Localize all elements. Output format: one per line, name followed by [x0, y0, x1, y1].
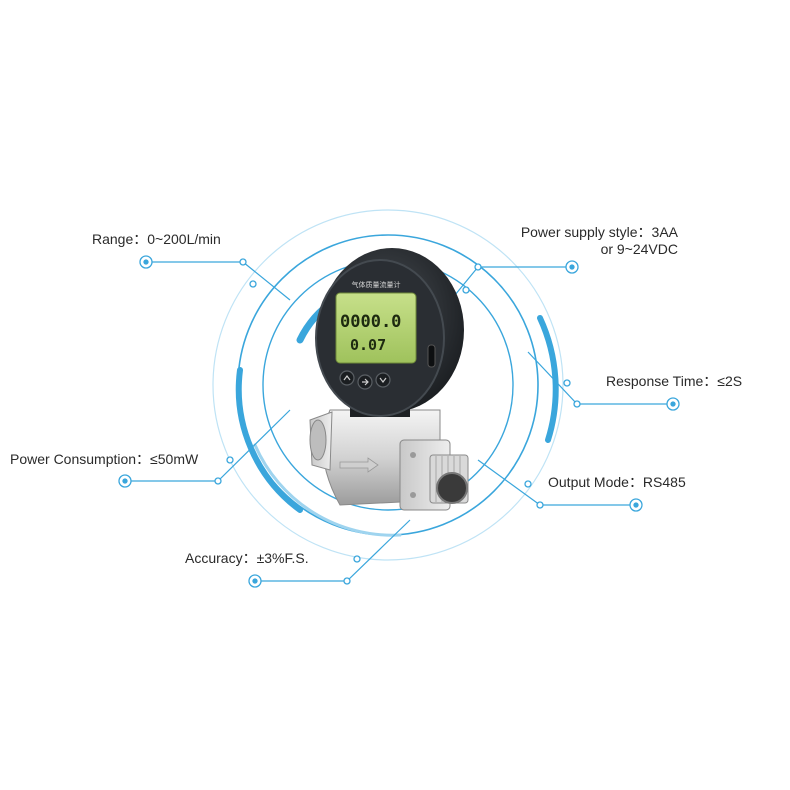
arc-right-thick [537, 315, 559, 443]
lcd-display: 气体质量流量计 0000.0 0.07 [335, 280, 417, 364]
dot-power-consumption [118, 474, 132, 488]
device-buttons [339, 370, 391, 390]
outlet-port [436, 472, 468, 504]
chevron-down-icon [379, 377, 387, 383]
dot-accuracy-joint [343, 555, 361, 585]
dot-output-mode-joint [524, 480, 544, 509]
dot-accuracy [248, 574, 262, 588]
down-button[interactable] [375, 372, 391, 388]
arrow-right-icon [362, 378, 369, 386]
spec-power-supply: Power supply style：3AA or 9~24VDC [500, 224, 678, 258]
outer-ring [212, 209, 564, 561]
up-button[interactable] [339, 370, 355, 386]
usb-port [427, 344, 436, 368]
dot-response-time-joint [563, 379, 581, 408]
spec-power-supply-line2: or 9~24VDC [600, 241, 678, 257]
dot-range [139, 255, 153, 269]
callout-dots [118, 255, 680, 588]
dot-power-consumption-joint [214, 456, 234, 485]
dot-power-supply [565, 260, 579, 274]
dot-range-joint [239, 258, 257, 288]
metal-body [309, 409, 469, 511]
spec-range: Range：0~200L/min [92, 231, 221, 247]
spec-output-mode: Output Mode：RS485 [548, 474, 686, 490]
spec-response-time: Response Time：≤2S [606, 373, 743, 389]
spec-power-consumption: Power Consumption：≤50mW [10, 451, 199, 467]
lcd-reading-total: 0000.0 [340, 312, 401, 332]
dot-response-time [666, 397, 680, 411]
lcd-reading-flow: 0.07 [350, 336, 386, 354]
arc-bottom-light [253, 443, 402, 537]
spec-power-supply-line1: Power supply style：3AA [520, 224, 678, 240]
flow-meter-device: 气体质量流量计 0000.0 0.07 [309, 248, 469, 511]
menu-button[interactable] [357, 374, 373, 390]
flow-arrow-engraving [339, 457, 379, 473]
chevron-up-icon [343, 375, 351, 381]
dot-output-mode [629, 498, 643, 512]
dot-power-supply-joint [462, 263, 482, 294]
line-power-supply [454, 266, 572, 296]
spec-accuracy: Accuracy：±3%F.S. [185, 550, 309, 566]
device-label-text: 气体质量流量计 [352, 280, 401, 289]
